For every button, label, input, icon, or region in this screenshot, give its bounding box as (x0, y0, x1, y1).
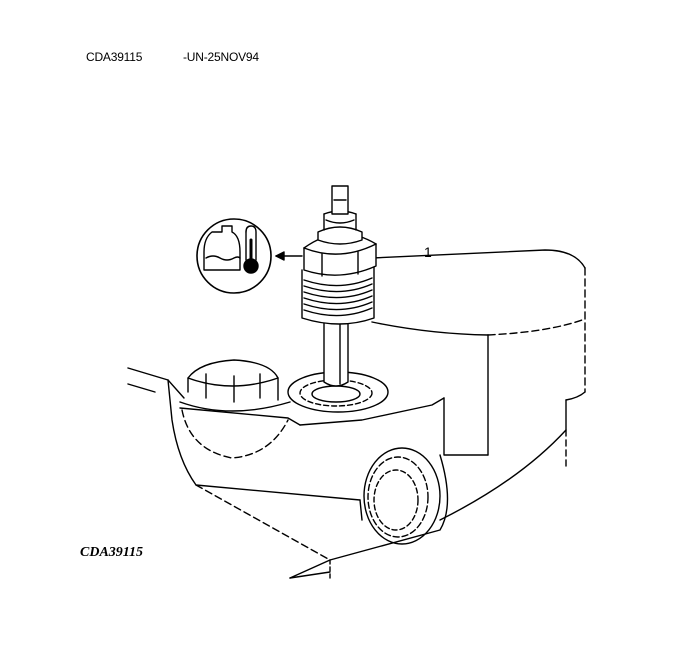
sensor-housing (127, 367, 489, 579)
figure-date: -UN-25NOV94 (183, 50, 259, 64)
filler-cap (179, 359, 291, 459)
figure-id: CDA39115 (80, 545, 144, 560)
figure-code: CDA39115 (86, 50, 143, 64)
engine-block (371, 249, 586, 521)
leader-arrow (275, 251, 303, 261)
temperature-sensor (301, 185, 377, 387)
callout-number: 1 (424, 244, 432, 260)
coolant-temperature-icon (196, 218, 272, 294)
round-port (363, 447, 441, 545)
